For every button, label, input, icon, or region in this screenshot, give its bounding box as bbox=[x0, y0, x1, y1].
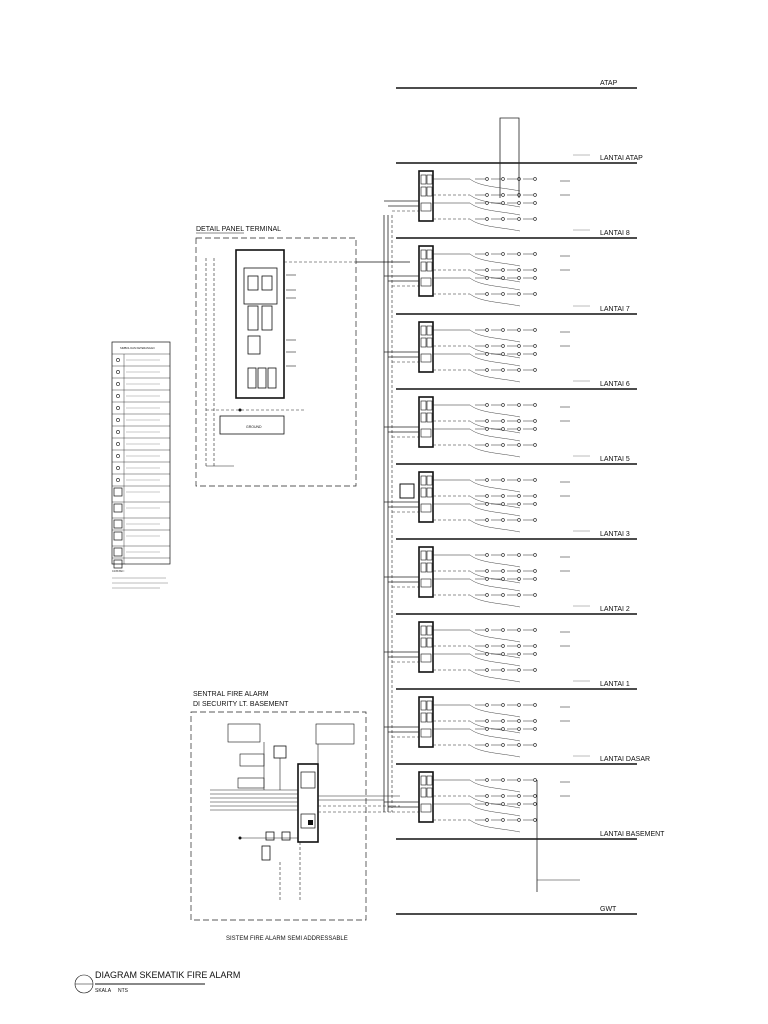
legend-note-title: CATATAN : bbox=[112, 569, 125, 573]
monitor-module-box bbox=[399, 483, 415, 499]
floor-label: LANTAI 8 bbox=[600, 230, 630, 237]
floor-terminal-box bbox=[418, 170, 434, 222]
legend-symbol bbox=[116, 406, 120, 410]
floor-terminal-box bbox=[418, 245, 434, 297]
legend-table: SIMBOL DAN KETERANGAN CATATAN : bbox=[111, 341, 171, 589]
detail-panel-terminal: DETAIL PANEL TERMINAL GROUND bbox=[195, 226, 410, 487]
floor-label: ATAP bbox=[600, 80, 618, 87]
detail-panel-frame bbox=[195, 237, 357, 487]
floor-panel-group bbox=[384, 605, 590, 683]
floor-terminal-box bbox=[418, 321, 434, 373]
central-title-line1: SENTRAL FIRE ALARM bbox=[193, 691, 269, 698]
floor-terminal-box bbox=[418, 771, 434, 823]
scale-value: NTS bbox=[118, 988, 129, 994]
floor-panel-group bbox=[384, 380, 590, 458]
drawing-title: DIAGRAM SKEMATIK FIRE ALARM bbox=[95, 970, 240, 980]
floor-panel-group bbox=[384, 305, 590, 383]
central-frame bbox=[190, 711, 367, 921]
riser-cables bbox=[383, 117, 580, 892]
scale-label: SKALA bbox=[95, 988, 112, 994]
legend-symbol bbox=[113, 531, 123, 541]
floor-label: LANTAI 5 bbox=[600, 456, 630, 463]
mcfa-panel bbox=[297, 763, 319, 843]
legend-symbol bbox=[116, 394, 120, 398]
floor-panel-group bbox=[384, 755, 590, 833]
floor-panel-group bbox=[384, 455, 590, 533]
legend-symbol bbox=[116, 454, 120, 458]
floor-terminal-box bbox=[418, 471, 434, 523]
legend-symbol bbox=[116, 370, 120, 374]
floor-label: GWT bbox=[600, 906, 617, 913]
floor-label: LANTAI BASEMENT bbox=[600, 831, 665, 838]
legend-symbol bbox=[116, 466, 120, 470]
floor-terminal-box bbox=[418, 696, 434, 748]
floor-panel-group bbox=[384, 530, 590, 608]
floor-label: LANTAI DASAR bbox=[600, 756, 650, 763]
floor-panel-groups bbox=[384, 154, 590, 833]
floor-panel-group bbox=[384, 154, 590, 232]
legend-symbol bbox=[113, 519, 123, 529]
legend-symbol bbox=[116, 442, 120, 446]
floor-terminal-box bbox=[418, 621, 434, 673]
floor-label: LANTAI 1 bbox=[600, 681, 630, 688]
legend-rows bbox=[112, 353, 170, 569]
legend-symbol bbox=[116, 358, 120, 362]
legend-symbol bbox=[116, 430, 120, 434]
floor-label: LANTAI 6 bbox=[600, 381, 630, 388]
detail-panel-title: DETAIL PANEL TERMINAL bbox=[196, 226, 281, 233]
floor-terminal-box bbox=[418, 396, 434, 448]
legend-symbol bbox=[113, 547, 123, 557]
central-title-line2: DI SECURITY LT. BASEMENT bbox=[193, 701, 289, 708]
terminal-enclosure bbox=[235, 249, 285, 399]
legend-symbol bbox=[116, 478, 120, 482]
ground-label: GROUND bbox=[246, 425, 262, 429]
floor-levels: ATAP LANTAI ATAP LANTAI 8 LANTAI 7 LANTA… bbox=[396, 80, 665, 915]
floor-label: LANTAI 7 bbox=[600, 306, 630, 313]
central-fire-alarm: SENTRAL FIRE ALARM DI SECURITY LT. BASEM… bbox=[190, 691, 400, 942]
legend-symbol bbox=[116, 382, 120, 386]
title-block: DIAGRAM SKEMATIK FIRE ALARM SKALA NTS bbox=[74, 970, 240, 994]
legend-symbol bbox=[113, 503, 123, 513]
floor-label: LANTAI 2 bbox=[600, 606, 630, 613]
legend-frame bbox=[111, 341, 171, 565]
floor-panel-group bbox=[384, 229, 590, 307]
legend-symbol bbox=[113, 487, 123, 497]
floor-panel-group bbox=[384, 680, 590, 758]
floor-label: LANTAI ATAP bbox=[600, 155, 643, 162]
legend-symbol bbox=[113, 559, 123, 569]
floor-label: LANTAI 3 bbox=[600, 531, 630, 538]
legend-symbol bbox=[116, 418, 120, 422]
system-caption: SISTEM FIRE ALARM SEMI ADDRESSABLE bbox=[226, 936, 348, 942]
legend-header: SIMBOL DAN KETERANGAN bbox=[120, 346, 155, 350]
floor-terminal-box bbox=[418, 546, 434, 598]
